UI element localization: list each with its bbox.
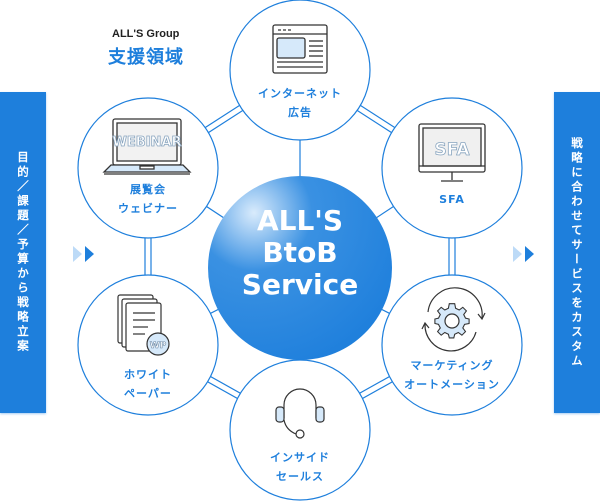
custom-service-panel: 戦略に合わせてサービスをカスタム xyxy=(554,92,600,413)
gear-cycle-icon xyxy=(421,287,486,352)
custom-service-text: 戦略に合わせてサービスをカスタム xyxy=(570,136,584,369)
document-wp-icon: WP xyxy=(117,294,170,356)
headset-icon xyxy=(275,388,325,439)
arrow-right-icon-right xyxy=(513,246,534,262)
node-internet-ad: インターネット 広告 xyxy=(258,87,342,119)
center-line-3: Service xyxy=(241,268,359,301)
group-label: ALL'S Group xyxy=(112,28,180,40)
center-line-1: ALL'S xyxy=(256,204,344,237)
center-service-label: ALL'S BtoB Service xyxy=(242,205,358,301)
arrow-right-icon-left xyxy=(73,246,94,262)
node-sfa: SFA xyxy=(439,193,465,206)
node-marketing-automation: マーケティング オートメーション xyxy=(404,359,500,391)
laptop-webinar-icon: WEBINAR xyxy=(102,118,192,175)
strategy-planning-text: 目的／課題／予算から戦略立案 xyxy=(16,151,30,354)
node-whitepaper: ホワイト ペーパー xyxy=(124,368,172,400)
svg-text:SFA: SFA xyxy=(434,140,470,160)
node-inside-sales: インサイド セールス xyxy=(270,451,330,483)
browser-window-icon xyxy=(272,24,328,74)
svg-text:WP: WP xyxy=(150,341,167,351)
center-circle xyxy=(208,176,392,360)
node-circle-marketing-automation xyxy=(381,274,523,416)
strategy-planning-panel: 目的／課題／予算から戦略立案 xyxy=(0,92,46,413)
monitor-sfa-icon: SFA xyxy=(418,123,486,182)
node-webinar: 展覧会 ウェビナー xyxy=(118,183,178,215)
svg-text:WEBINAR: WEBINAR xyxy=(113,135,182,150)
center-line-2: BtoB xyxy=(262,236,338,269)
support-area-title: 支援領域 xyxy=(108,47,184,68)
